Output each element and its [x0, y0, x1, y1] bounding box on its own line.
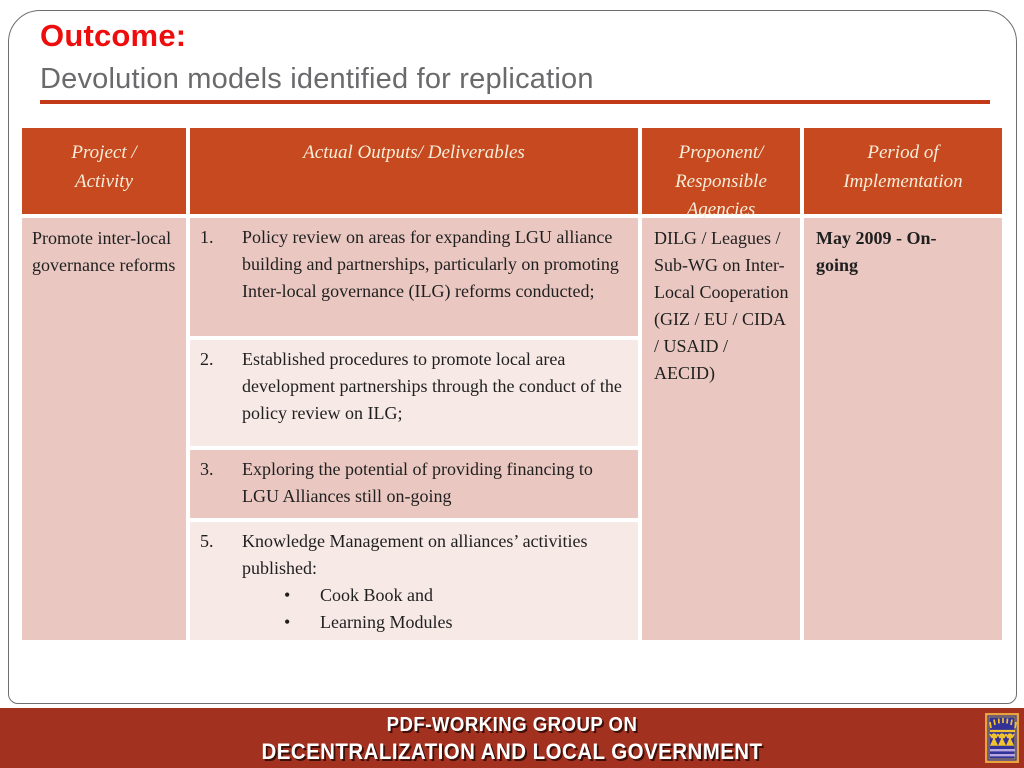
- outcomes-table: Project / Activity Actual Outputs/ Deliv…: [22, 128, 1002, 640]
- slide-header: Outcome: Devolution models identified fo…: [40, 18, 990, 96]
- footer-line-2: DECENTRALIZATION AND LOCAL GOVERNMENT: [261, 739, 763, 764]
- list-number: 2.: [200, 349, 214, 369]
- list-number: 5.: [200, 531, 214, 551]
- output-text: Established procedures to promote local …: [242, 349, 622, 423]
- page-subtitle: Devolution models identified for replica…: [40, 63, 594, 95]
- sub-bullet-item: • Cook Book and: [200, 582, 630, 609]
- list-number: 3.: [200, 459, 214, 479]
- project-activity-text: Promote inter-local governance reforms: [32, 228, 176, 275]
- sub-bullet-item: • Learning Modules: [200, 609, 630, 636]
- output-item-1: 1. Policy review on areas for expanding …: [190, 218, 638, 336]
- output-item-3: 3. Exploring the potential of providing …: [190, 450, 638, 518]
- cell-proponent-agencies: DILG / Leagues / Sub-WG on Inter-Local C…: [642, 218, 800, 640]
- pdf-logo-icon: [985, 713, 1019, 763]
- col-header-label: Proponent/ Responsible Agencies: [675, 142, 767, 220]
- col-header-label: Actual Outputs/ Deliverables: [303, 142, 525, 163]
- list-number: 1.: [200, 227, 214, 247]
- col-header-period: Period of Implementation: [804, 128, 1002, 214]
- bullet-text: Cook Book and: [320, 585, 434, 605]
- output-text: Policy review on areas for expanding LGU…: [242, 227, 619, 301]
- col-header-label: Project / Activity: [71, 142, 137, 192]
- bullet-text: Learning Modules: [320, 612, 453, 632]
- cell-period-implementation: May 2009 - On-going: [804, 218, 1002, 640]
- col-header-actual-outputs: Actual Outputs/ Deliverables: [190, 128, 638, 214]
- output-item-2: 2. Established procedures to promote loc…: [190, 340, 638, 446]
- footer-banner: PDF-WORKING GROUP ON DECENTRALIZATION AN…: [0, 708, 1024, 768]
- col-header-project-activity: Project / Activity: [22, 128, 186, 214]
- title-underline: [40, 100, 990, 104]
- bullet-icon: •: [284, 585, 291, 605]
- bullet-icon: •: [284, 612, 291, 632]
- page-title: Outcome:: [40, 18, 187, 53]
- output-text: Exploring the potential of providing fin…: [242, 459, 593, 506]
- col-header-label: Period of Implementation: [843, 142, 963, 192]
- col-header-proponent: Proponent/ Responsible Agencies: [642, 128, 800, 220]
- proponent-text: DILG / Leagues / Sub-WG on Inter-Local C…: [654, 228, 789, 383]
- cell-project-activity: Promote inter-local governance reforms: [22, 218, 186, 640]
- output-text: Knowledge Management on alliances’ activ…: [242, 531, 588, 578]
- period-text: May 2009 - On-going: [816, 228, 937, 275]
- footer-line-1: PDF-WORKING GROUP ON: [386, 714, 638, 736]
- output-item-5: 5. Knowledge Management on alliances’ ac…: [190, 522, 638, 640]
- footer-text: PDF-WORKING GROUP ON DECENTRALIZATION AN…: [36, 712, 988, 765]
